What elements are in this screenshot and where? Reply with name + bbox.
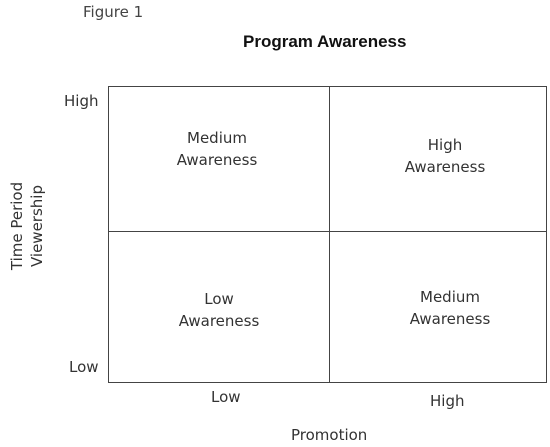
y-tick-high: High [64,92,99,110]
quadrant-top-right: High Awareness [405,134,486,178]
quadrant-top-left: Medium Awareness [177,127,258,171]
quadrant-top-left-line2: Awareness [176,151,258,169]
quadrant-bottom-right: Medium Awareness [410,286,491,330]
grid-vertical-divider [329,87,330,382]
y-axis-label-line2: Viewership [28,185,46,268]
quadrant-bottom-right-line1: Medium [420,288,480,306]
y-axis-label: Time Period Viewership [7,146,47,306]
x-tick-high: High [430,392,465,410]
quadrant-bottom-right-line2: Awareness [409,310,491,328]
y-tick-low: Low [69,358,99,376]
quadrant-top-right-line1: High [427,136,463,154]
x-tick-low: Low [211,388,241,406]
x-axis-label: Promotion [291,426,368,444]
quadrant-top-left-line1: Medium [187,129,247,147]
figure-label: Figure 1 [83,3,144,21]
quadrant-bottom-left-line1: Low [204,290,234,308]
diagram-title: Program Awareness [243,32,407,51]
quadrant-bottom-left: Low Awareness [179,288,260,332]
quadrant-grid [108,86,547,383]
quadrant-bottom-left-line2: Awareness [178,312,260,330]
quadrant-top-right-line2: Awareness [404,158,486,176]
grid-horizontal-divider [109,231,546,232]
y-axis-label-line1: Time Period [8,181,26,271]
